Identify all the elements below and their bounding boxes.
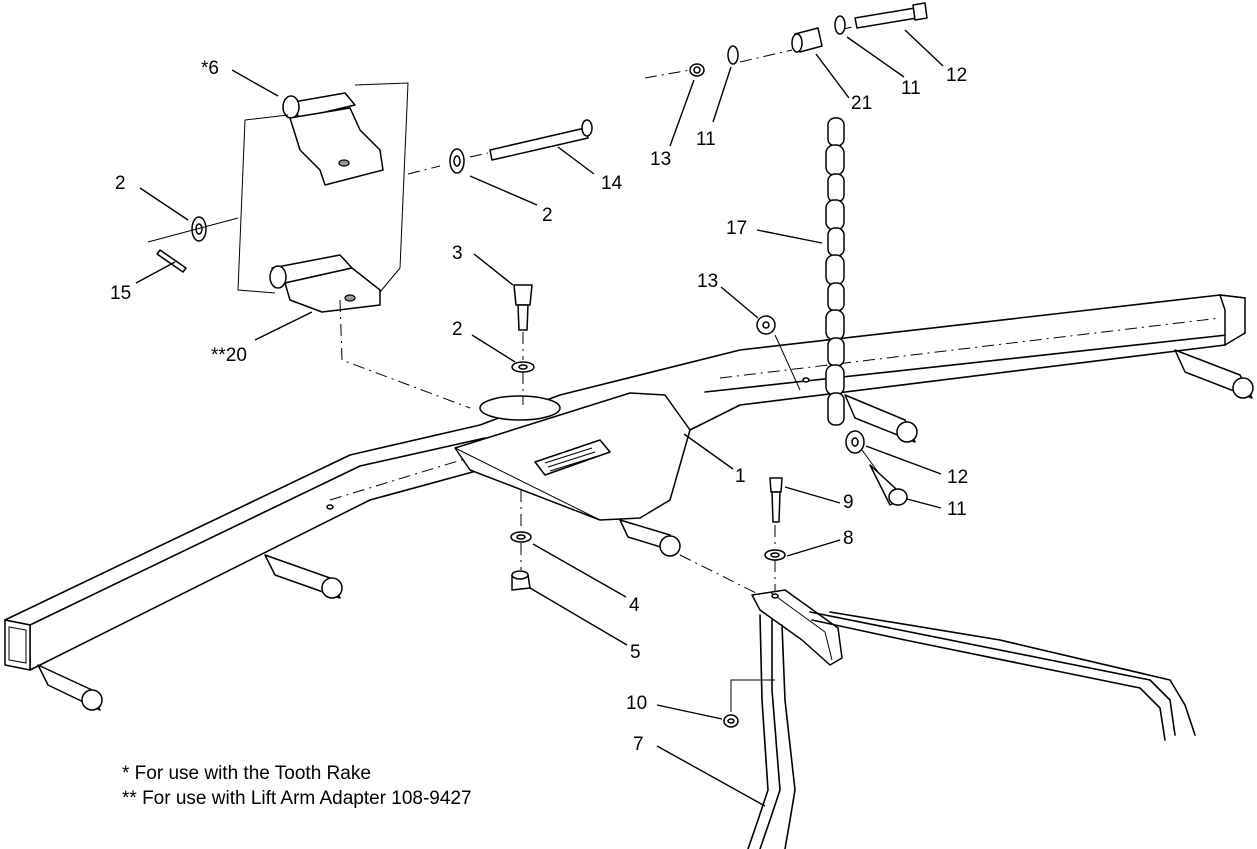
hinge-bracket-lower (269, 254, 381, 313)
callout-10: 10 (626, 693, 647, 714)
leader-lines (135, 29, 944, 807)
washer-11-top-left (727, 45, 739, 65)
callout-14: 14 (601, 173, 623, 194)
callout-3: 3 (452, 243, 463, 264)
bolt-3 (513, 284, 533, 331)
decal-label (534, 439, 611, 476)
callout-20: **20 (211, 345, 247, 366)
callout-11-top-right: 11 (901, 78, 921, 99)
callout-7: 7 (633, 734, 644, 755)
frame-assembly (4, 294, 1254, 711)
washer-11-top-right (834, 15, 846, 35)
tine-assembly-7 (747, 589, 1196, 849)
callout-11-top-left: 11 (696, 129, 716, 150)
bolt-9 (769, 477, 783, 523)
clevis-pin-14 (489, 119, 593, 161)
chain-17 (825, 117, 845, 426)
bolt-11-lower (869, 464, 908, 506)
washer-12-lower (845, 430, 865, 454)
callout-5: 5 (630, 642, 641, 663)
callout-13-top: 13 (650, 149, 671, 170)
lock-nut-10 (723, 714, 739, 728)
footnote-tooth-rake: * For use with the Tooth Rake (122, 763, 371, 784)
callout-17: 17 (726, 218, 747, 239)
washer-8 (764, 549, 786, 561)
spacer-21 (791, 27, 823, 53)
washer-2-upper (449, 148, 465, 174)
hinge-bracket-upper (282, 92, 384, 186)
footnote-lift-arm-adapter: ** For use with Lift Arm Adapter 108-942… (122, 788, 472, 809)
callout-12-lower: 12 (947, 467, 968, 488)
washer-2-left (191, 216, 207, 242)
callout-21: 21 (851, 93, 872, 114)
bolt-12-top (854, 2, 928, 29)
washer-4 (510, 531, 532, 543)
callout-6: *6 (201, 58, 219, 79)
callout-15: 15 (110, 283, 131, 304)
callout-8: 8 (843, 528, 854, 549)
callout-numbers: *6 2 15 **20 3 2 2 14 13 11 21 11 12 17 … (110, 58, 968, 755)
callout-13-mid: 13 (697, 271, 718, 292)
callout-2-center: 2 (452, 319, 463, 340)
callout-1: 1 (735, 466, 746, 487)
callout-11-lower: 11 (947, 499, 967, 520)
callout-4: 4 (629, 595, 640, 616)
callout-9: 9 (843, 492, 854, 513)
nut-5 (511, 570, 531, 591)
cotter-pin-15 (156, 249, 187, 273)
footnotes: * For use with the Tooth Rake ** For use… (122, 761, 472, 811)
callout-12-top: 12 (946, 65, 967, 86)
callout-2-upper: 2 (542, 205, 553, 226)
callout-2-left: 2 (115, 173, 126, 194)
washer-2-center (511, 361, 535, 373)
washer-13-mid (756, 315, 776, 335)
lock-nut-13-top (689, 63, 705, 77)
